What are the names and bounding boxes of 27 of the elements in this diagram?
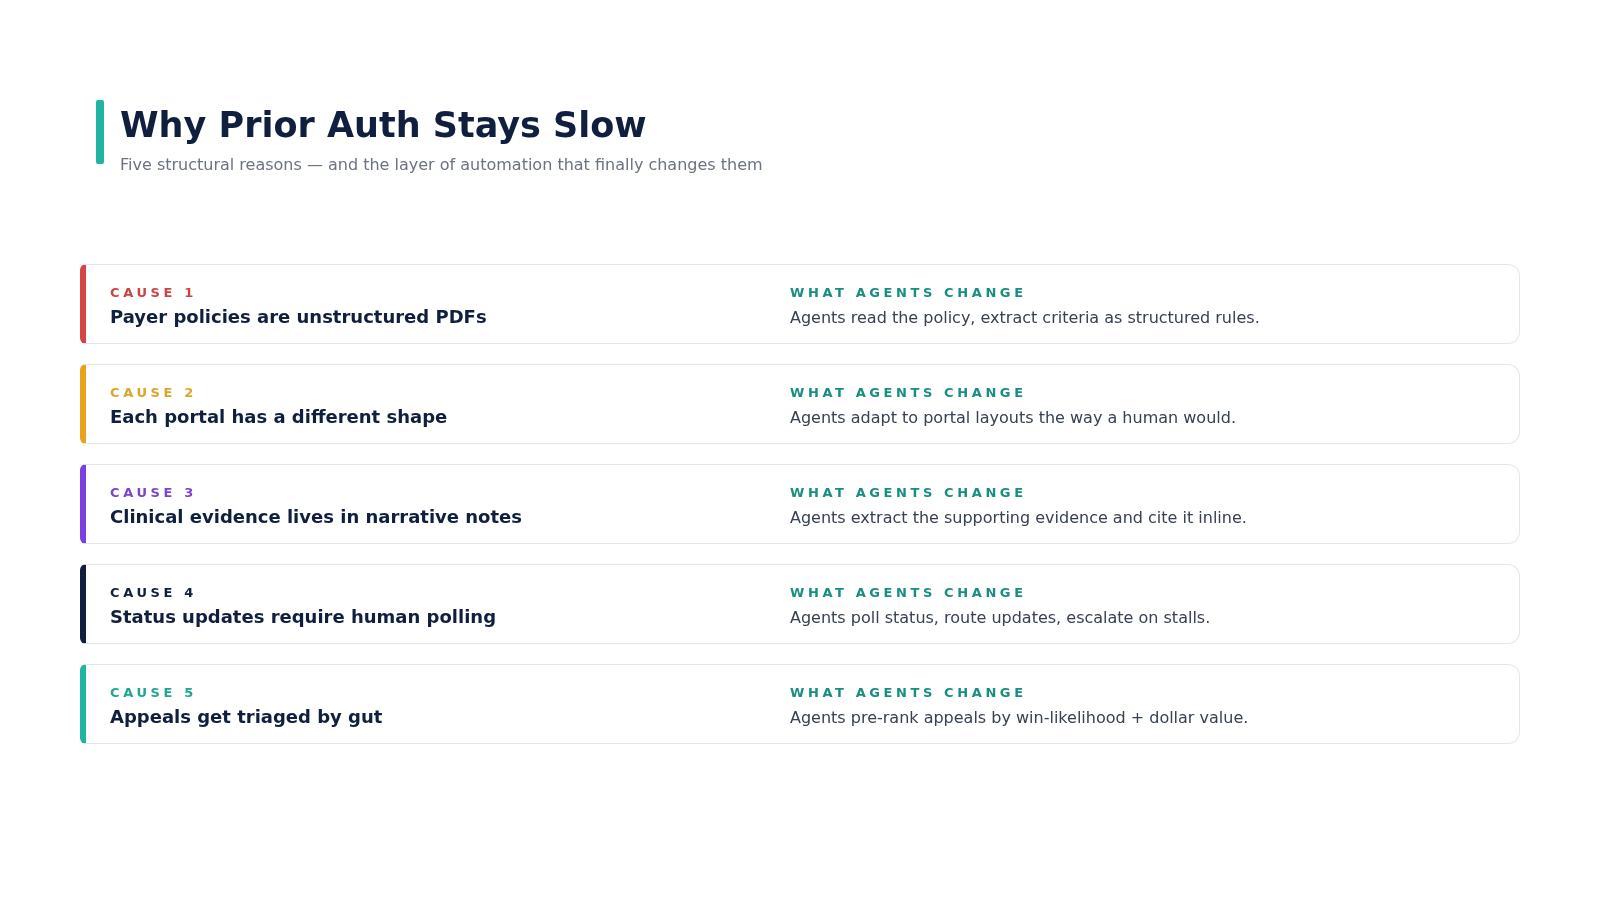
- cause-card: [80, 264, 1520, 344]
- change-description: Agents poll status, route updates, escalate on stalls.: [790, 608, 1211, 628]
- cause-card: [80, 364, 1520, 444]
- cause-title: Appeals get triaged by gut: [110, 706, 383, 729]
- cause-label: CAUSE 4: [110, 585, 197, 601]
- cause-card: [80, 564, 1520, 644]
- cause-title: Payer policies are unstructured PDFs: [110, 306, 487, 329]
- cause-label: CAUSE 5: [110, 685, 197, 701]
- cause-card: [80, 664, 1520, 744]
- section-label: WHAT AGENTS CHANGE: [790, 485, 1027, 501]
- cause-title: Status updates require human polling: [110, 606, 496, 629]
- cause-label: CAUSE 2: [110, 385, 197, 401]
- section-label: WHAT AGENTS CHANGE: [790, 385, 1027, 401]
- cause-label: CAUSE 1: [110, 285, 197, 301]
- change-description: Agents extract the supporting evidence and cite it inline.: [790, 508, 1247, 528]
- cause-title: Each portal has a different shape: [110, 406, 448, 429]
- cause-label: CAUSE 3: [110, 485, 197, 501]
- change-description: Agents pre-rank appeals by win-likelihood + dollar value.: [790, 708, 1249, 728]
- page-title: Why Prior Auth Stays Slow: [120, 104, 647, 146]
- change-description: Agents adapt to portal layouts the way a human would.: [790, 408, 1236, 428]
- section-label: WHAT AGENTS CHANGE: [790, 585, 1027, 601]
- change-description: Agents read the policy, extract criteria as structured rules.: [790, 308, 1260, 328]
- section-label: WHAT AGENTS CHANGE: [790, 685, 1027, 701]
- cause-card: [80, 464, 1520, 544]
- subtitle: Five structural reasons — and the layer of automation that finally changes them: [120, 155, 763, 176]
- cause-title: Clinical evidence lives in narrative notes: [110, 506, 522, 529]
- section-label: WHAT AGENTS CHANGE: [790, 285, 1027, 301]
